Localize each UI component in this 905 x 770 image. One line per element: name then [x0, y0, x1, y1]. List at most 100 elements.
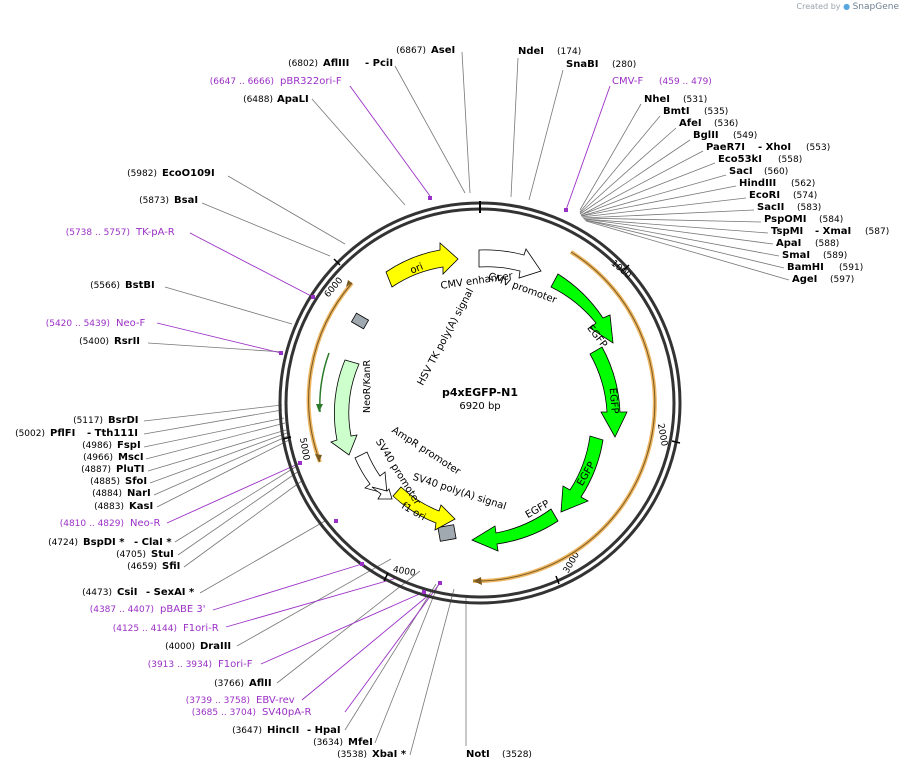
enzyme-name: ApaLI	[277, 94, 309, 105]
enzyme-extra: - ClaI *	[134, 537, 172, 548]
enzyme-name: CsiI	[117, 587, 137, 598]
enzyme-name: EcoRI	[749, 190, 780, 201]
enzyme-name: AflIII	[323, 58, 349, 69]
enzyme-name: HincII	[267, 725, 299, 736]
enzyme-name: AseI	[431, 45, 455, 56]
primer-range: (6647 .. 6666)	[210, 77, 274, 87]
enzyme-extra: - Tth111I	[87, 428, 138, 439]
enzyme-pos: (4986)	[82, 441, 112, 451]
enzyme-name: SacII	[757, 202, 784, 213]
enzyme-pos: (5982)	[127, 169, 157, 179]
feature-f1-ori	[392, 486, 456, 531]
enzyme-name: BstBI	[125, 280, 155, 291]
enzyme-name: PluTI	[116, 464, 144, 475]
enzyme-pos: (536)	[714, 119, 738, 129]
enzyme-pos: (562)	[791, 179, 815, 189]
enzyme-name: PaeR7I	[706, 142, 745, 153]
enzyme-pos: (597)	[830, 275, 854, 285]
enzyme-pos: (4473)	[82, 588, 112, 598]
primer-name: CMV-F	[612, 76, 643, 87]
enzyme-name: BglII	[693, 130, 719, 141]
primer-name: Neo-R	[130, 518, 161, 529]
primer-range: (4810 .. 4829)	[60, 519, 124, 529]
enzyme-name: RsrII	[114, 336, 140, 347]
label-hsv-tk-polya: HSV TK poly(A) signal	[416, 287, 477, 388]
enzyme-pos: (574)	[793, 191, 817, 201]
enzyme-pos: (4705)	[116, 550, 146, 560]
enzyme-name: AfeI	[679, 118, 702, 129]
enzyme-name: MfeI	[348, 737, 373, 748]
feature-egfp-1	[550, 273, 614, 344]
enzyme-pos: (3766)	[214, 679, 244, 689]
feature-egfp-3	[560, 435, 604, 513]
enzyme-pos: (591)	[839, 263, 863, 273]
label-neor-kanr: NeoR/KanR	[362, 360, 373, 413]
enzyme-pos: (5002)	[15, 429, 45, 439]
enzymes-left: (6802) AflIII - PciI (6867) AseI (6488) …	[15, 45, 455, 760]
enzyme-name: SacI	[729, 166, 753, 177]
primer-name: SV40pA-R	[262, 707, 311, 718]
plasmid-length: 6920 bp	[459, 401, 500, 412]
primer-name: F1ori-F	[218, 659, 253, 670]
primer-range: (3685 .. 3704)	[192, 708, 256, 718]
enzyme-name: NarI	[127, 488, 151, 499]
feature-ori	[385, 242, 459, 288]
enzyme-pos: (584)	[819, 215, 843, 225]
enzyme-name: BsaI	[174, 195, 198, 206]
enzyme-name: BspDI *	[83, 537, 125, 548]
enzyme-name: BmtI	[663, 106, 690, 117]
enzyme-pos: (4966)	[83, 453, 113, 463]
enzyme-name: NdeI	[518, 46, 544, 57]
enzyme-name: SfiI	[162, 561, 180, 572]
enzyme-pos: (4887)	[81, 465, 111, 475]
primer-range: (5738 .. 5757)	[66, 228, 130, 238]
enzyme-pos: (4659)	[127, 562, 157, 572]
feature-sv40-promoter	[371, 486, 393, 500]
credit-prefix: Created by	[796, 2, 841, 11]
enzyme-name: FspI	[117, 440, 141, 451]
tick-label: 4000	[392, 565, 417, 579]
enzyme-name: NheI	[644, 94, 670, 105]
enzymes-right: NdeI (174) SnaBI (280) NheI (531) BmtI (…	[466, 46, 889, 760]
enzyme-name: SmaI	[782, 250, 810, 261]
primer-range: (4125 .. 4144)	[113, 624, 177, 634]
enzyme-name: EcoO109I	[162, 168, 215, 179]
enzyme-pos: (535)	[704, 107, 728, 117]
enzyme-pos: (583)	[797, 203, 821, 213]
enzyme-pos: (5400)	[79, 337, 109, 347]
feature-neor-kanr	[330, 359, 360, 456]
enzyme-pos: (4883)	[94, 502, 124, 512]
primer-range: (459 .. 479)	[659, 77, 712, 87]
enzyme-pos: (6867)	[396, 46, 426, 56]
enzyme-name: ApaI	[776, 238, 801, 249]
primer-name: pBABE 3'	[160, 604, 206, 615]
enzyme-pos: (560)	[764, 167, 788, 177]
enzyme-name: HindIII	[739, 178, 776, 189]
enzyme-pos: (5566)	[90, 281, 120, 291]
enzyme-pos: (4884)	[92, 489, 122, 499]
enzyme-name: SfoI	[125, 476, 147, 487]
tick-label: 5000	[297, 437, 311, 462]
primer-name: TK-pA-R	[135, 227, 175, 238]
enzyme-extra: - SexAI *	[146, 587, 195, 598]
feature-egfp-4	[471, 508, 559, 552]
enzyme-name: PflFI	[50, 428, 75, 439]
enzyme-pos: (6802)	[288, 59, 318, 69]
enzyme-name: KasI	[129, 501, 153, 512]
enzyme-pos: (553)	[806, 143, 830, 153]
enzyme-pos: (3538)	[337, 750, 367, 760]
enzyme-pos: (3647)	[232, 726, 262, 736]
primer-range: (3739 .. 3758)	[186, 696, 250, 706]
enzyme-pos: (5873)	[139, 196, 169, 206]
credit-brand: SnapGene	[852, 2, 899, 12]
primer-name: EBV-rev	[256, 695, 295, 706]
feature-cmv-enhancer	[478, 248, 542, 279]
primer-range: (3913 .. 3934)	[148, 660, 212, 670]
enzyme-pos: (3528)	[502, 750, 532, 760]
enzyme-pos: (6488)	[243, 95, 273, 105]
primer-range: (4387 .. 4407)	[90, 605, 154, 615]
enzyme-pos: (588)	[815, 239, 839, 249]
enzyme-extra: - HpaI	[307, 725, 341, 736]
enzyme-pos: (3634)	[313, 738, 343, 748]
feature-egfp-2	[589, 346, 628, 438]
